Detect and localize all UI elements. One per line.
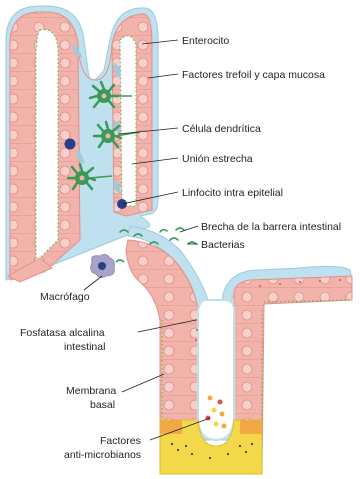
- label-union-estrecha: Unión estrecha: [182, 153, 253, 165]
- label-factores-anti-line2: anti-microbianos: [64, 449, 141, 461]
- crypt-lumen: [198, 300, 234, 440]
- paneth-cell-orange: [240, 420, 262, 434]
- lymphocyte: [65, 139, 76, 150]
- label-celula-dendritica: Célula dendrítica: [182, 123, 261, 135]
- label-membrana-line2: basal: [90, 399, 115, 411]
- lamina-propria-left: [36, 30, 58, 262]
- right-villus-crypt: [126, 226, 352, 474]
- label-factores-anti-line1: Factores: [100, 435, 141, 447]
- label-fosfatasa-line2: intestinal: [64, 341, 105, 353]
- label-brecha: Brecha de la barrera intestinal: [201, 221, 341, 233]
- label-bacterias: Bacterias: [201, 239, 245, 251]
- macrophage: [91, 254, 124, 277]
- label-linfocito: Linfocito intra epitelial: [182, 187, 283, 199]
- label-enterocito: Enterocito: [182, 35, 229, 47]
- label-membrana-line1: Membrana: [66, 385, 116, 397]
- label-factores-trefoil: Factores trefoil y capa mucosa: [182, 69, 325, 81]
- label-macrofago: Macrófago: [40, 291, 90, 303]
- label-fosfatasa-line1: Fosfatasa alcalina: [20, 327, 105, 339]
- lamina-propria-mid: [120, 36, 136, 206]
